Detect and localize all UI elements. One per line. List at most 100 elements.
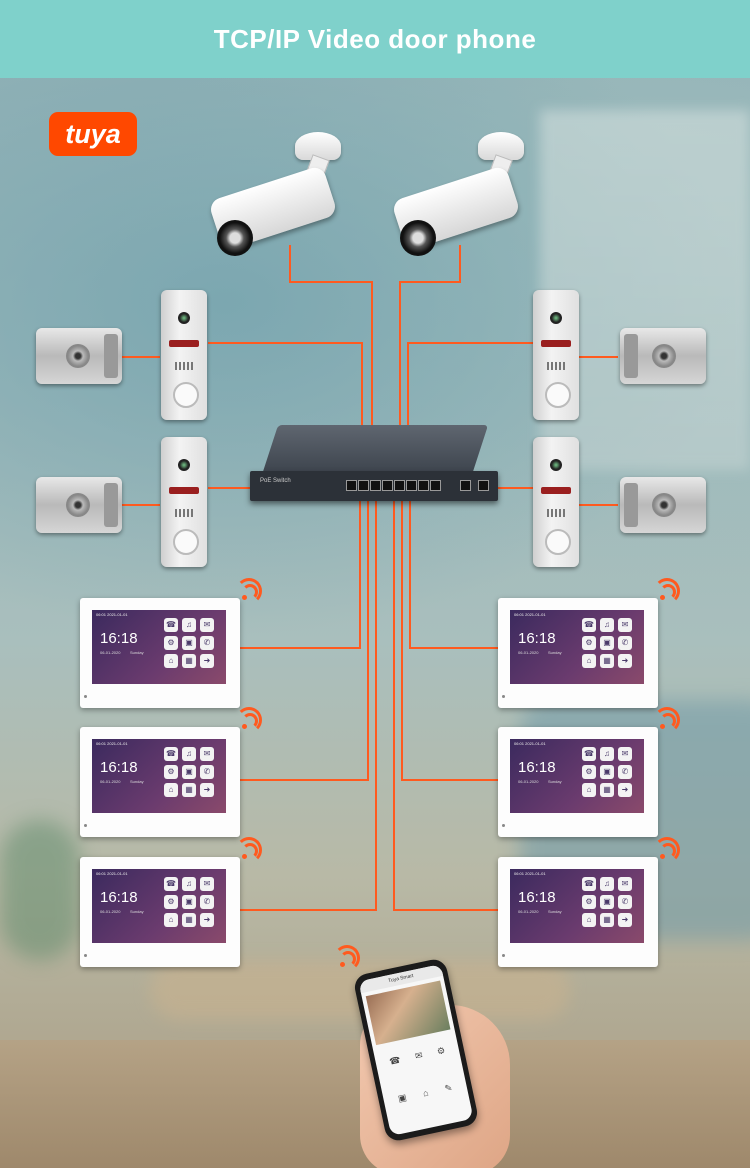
wifi-dot <box>660 595 665 600</box>
call-icon: ☎ <box>582 618 596 632</box>
mobile-app-in-hand: Tuya Smart ☎ ✉ ⚙ ▣ ⌂ ✎ <box>352 957 515 1168</box>
monitor-date: 06-01-2020 <box>518 650 539 655</box>
switch-port <box>358 480 369 491</box>
sfp-port <box>478 480 489 491</box>
call-icon: ☎ <box>164 747 178 761</box>
grid-icon: ▦ <box>182 913 196 927</box>
ir-strip <box>541 487 571 494</box>
blurred-plant-background <box>0 820 80 960</box>
monitor-status-bar: 06:01 2021-01-01 <box>96 871 128 876</box>
grid-icon: ▦ <box>600 654 614 668</box>
monitor-app-grid: ☎♫✉ ⚙▣✆ ⌂▦➜ <box>164 877 218 927</box>
outdoor-station-bottom-left <box>161 437 207 567</box>
monitor-screen: 06:01 2021-01-01 16:18 06-01-2020 Sunday… <box>92 739 226 813</box>
power-led <box>502 954 505 957</box>
monitor-date: 06-01-2020 <box>518 779 539 784</box>
call-button-icon <box>173 382 199 408</box>
monitor-icon: ▣ <box>182 765 196 779</box>
indoor-monitor-4: 06:01 2021-01-01 16:18 06-01-2020 Sunday… <box>498 598 658 708</box>
phone-message-icon: ✉ <box>414 1049 424 1062</box>
wifi-icon <box>236 837 264 863</box>
doorbell-camera-icon <box>178 459 190 471</box>
intercom-icon: ♫ <box>600 618 614 632</box>
speaker-grille <box>175 509 193 517</box>
wire-camera-left <box>289 245 373 488</box>
switch-port <box>406 480 417 491</box>
wire-monitor-6 <box>393 500 498 911</box>
outdoor-station-bottom-right <box>533 437 579 567</box>
phone-home-icon: ⌂ <box>421 1087 430 1099</box>
call-icon: ☎ <box>164 877 178 891</box>
settings-icon: ⚙ <box>582 895 596 909</box>
wire-monitor-4 <box>409 500 498 649</box>
lock-bolt <box>624 334 638 378</box>
intercom-icon: ♫ <box>600 747 614 761</box>
phone-icon: ✆ <box>200 636 214 650</box>
switch-port <box>346 480 357 491</box>
camera-lens-icon <box>400 220 436 256</box>
monitor-icon: ▣ <box>182 895 196 909</box>
phone-edit-icon: ✎ <box>443 1082 454 1094</box>
outdoor-station-top-left <box>161 290 207 420</box>
power-led <box>84 824 87 827</box>
monitor-icon: ▣ <box>182 636 196 650</box>
wifi-icon <box>236 578 264 604</box>
settings-icon: ⚙ <box>582 765 596 779</box>
monitor-date: 06-01-2020 <box>518 909 539 914</box>
exit-icon: ➜ <box>200 654 214 668</box>
phone-icon-row-2: ▣ ⌂ ✎ <box>389 1081 462 1107</box>
power-led <box>84 954 87 957</box>
message-icon: ✉ <box>618 747 632 761</box>
indoor-monitor-3: 06:01 2021-01-01 16:18 06-01-2020 Sunday… <box>80 857 240 967</box>
settings-icon: ⚙ <box>164 765 178 779</box>
electric-lock-4 <box>620 477 706 533</box>
ip-camera-right <box>388 132 548 272</box>
power-led <box>502 695 505 698</box>
lock-bolt <box>104 334 118 378</box>
monitor-app-grid: ☎♫✉ ⚙▣✆ ⌂▦➜ <box>164 618 218 668</box>
settings-icon: ⚙ <box>164 895 178 909</box>
ip-camera-left <box>205 132 365 272</box>
monitor-screen: 06:01 2021-01-01 16:18 06-01-2020 Sunday… <box>510 869 644 943</box>
home-icon: ⌂ <box>582 654 596 668</box>
intercom-icon: ♫ <box>182 877 196 891</box>
monitor-app-grid: ☎♫✉ ⚙▣✆ ⌂▦➜ <box>582 877 636 927</box>
wifi-dot <box>242 724 247 729</box>
grid-icon: ▦ <box>600 783 614 797</box>
monitor-icon: ▣ <box>600 895 614 909</box>
wifi-dot <box>340 962 345 967</box>
monitor-day: Sunday <box>130 909 144 914</box>
switch-label: PoE Switch <box>260 478 291 484</box>
lock-bolt <box>104 483 118 527</box>
ir-strip <box>169 340 199 347</box>
phone-icon: ✆ <box>618 895 632 909</box>
indoor-monitor-1: 06:01 2021-01-01 16:18 06-01-2020 Sunday… <box>80 598 240 708</box>
monitor-day: Sunday <box>548 779 562 784</box>
switch-port <box>370 480 381 491</box>
monitor-screen: 06:01 2021-01-01 16:18 06-01-2020 Sunday… <box>510 610 644 684</box>
grid-icon: ▦ <box>600 913 614 927</box>
monitor-status-bar: 06:01 2021-01-01 <box>514 871 546 876</box>
grid-icon: ▦ <box>182 783 196 797</box>
home-icon: ⌂ <box>164 913 178 927</box>
wire-monitor-3 <box>240 500 377 911</box>
home-icon: ⌂ <box>164 654 178 668</box>
electric-lock-1 <box>36 328 122 384</box>
phone-monitor-icon: ▣ <box>397 1092 408 1104</box>
phone-icon: ✆ <box>618 765 632 779</box>
ir-strip <box>169 487 199 494</box>
grid-icon: ▦ <box>182 654 196 668</box>
call-icon: ☎ <box>164 618 178 632</box>
switch-port <box>382 480 393 491</box>
message-icon: ✉ <box>200 877 214 891</box>
home-icon: ⌂ <box>582 783 596 797</box>
monitor-screen: 06:01 2021-01-01 16:18 06-01-2020 Sunday… <box>92 610 226 684</box>
monitor-app-grid: ☎♫✉ ⚙▣✆ ⌂▦➜ <box>164 747 218 797</box>
switch-port <box>430 480 441 491</box>
speaker-grille <box>175 362 193 370</box>
ir-strip <box>541 340 571 347</box>
poe-switch: PoE Switch <box>250 425 498 501</box>
speaker-grille <box>547 362 565 370</box>
wire-camera-right <box>399 245 461 488</box>
